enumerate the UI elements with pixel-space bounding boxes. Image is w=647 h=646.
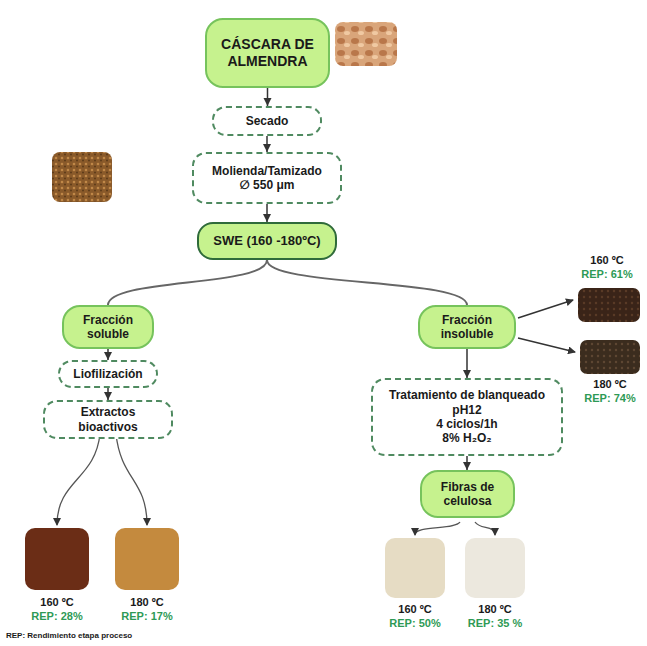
text-group: Extractos bioactivos (50, 405, 166, 434)
arrow-head (264, 98, 272, 106)
node-text: Fibras de celulosa (427, 480, 508, 509)
yield-label: REP: 17% (121, 610, 172, 622)
node-text: Fracción soluble (69, 313, 147, 342)
yield-label: 160 ºC (590, 254, 623, 266)
arrow-head (263, 144, 271, 152)
text-group: Secado (246, 114, 289, 128)
split-line (267, 260, 467, 305)
arrow-head (104, 392, 112, 400)
text-group: Fracción soluble (69, 313, 147, 342)
arrow-line (57, 434, 100, 525)
residue-photo (580, 340, 640, 374)
node-text: Fracción insoluble (425, 313, 509, 342)
process-box: Liofilización (58, 360, 158, 388)
node-text: CÁSCARA DE ALMENDRA (212, 36, 323, 70)
split-line (108, 260, 267, 305)
node-text: 8% H₂O₂ (442, 431, 491, 445)
node-text: SWE (160 -180ºC) (213, 233, 320, 249)
yield-label: REP: 61% (581, 268, 632, 280)
yield-label: 180 ºC (478, 603, 511, 615)
arrow-line (475, 522, 495, 535)
yield-label: 160 ºC (398, 603, 431, 615)
fiber-photo (385, 538, 445, 598)
process-box: Molienda/Tamizado∅ 550 μm (192, 152, 342, 204)
arrow-head (104, 352, 112, 360)
yield-label: REP: 74% (584, 392, 635, 404)
arrow-line (415, 522, 460, 535)
arrow-line (518, 338, 575, 352)
text-group: SWE (160 -180ºC) (213, 233, 320, 249)
shell-photo (335, 22, 397, 66)
yield-label: 180 ºC (593, 378, 626, 390)
ground-photo (52, 152, 112, 202)
text-group: Molienda/Tamizado∅ 550 μm (212, 164, 322, 193)
arrow-head (463, 370, 471, 378)
process-box: Tratamiento de blanqueadopH124 ciclos/1h… (371, 378, 563, 456)
product-box: Fibras de celulosa (420, 470, 515, 518)
arrow-head (463, 462, 471, 470)
residue-photo (578, 288, 640, 322)
node-text: pH12 (452, 403, 481, 417)
arrow-head (263, 214, 271, 222)
extract-photo (25, 528, 89, 590)
yield-label: 160 ºC (40, 596, 73, 608)
yield-label: REP: 28% (31, 610, 82, 622)
node-text: Molienda/Tamizado (212, 164, 322, 178)
node-text: Tratamiento de blanqueado (389, 388, 545, 402)
legend-note: REP: Rendimiento etapa proceso (6, 631, 132, 640)
arrow-line (518, 300, 573, 318)
text-group: CÁSCARA DE ALMENDRA (212, 36, 323, 70)
text-group: Tratamiento de blanqueadopH124 ciclos/1h… (389, 388, 545, 446)
node-text: Secado (246, 114, 289, 128)
fraction-box: Fracción insoluble (418, 305, 516, 349)
extract-photo (115, 528, 179, 590)
text-group: Fibras de celulosa (427, 480, 508, 509)
process-box: SWE (160 -180ºC) (197, 222, 337, 260)
yield-label: 180 ºC (130, 596, 163, 608)
node-text: Extractos bioactivos (50, 405, 166, 434)
process-box: Extractos bioactivos (43, 400, 173, 439)
node-text: ∅ 550 μm (240, 178, 295, 192)
arrow-line (116, 434, 147, 525)
yield-label: REP: 50% (389, 617, 440, 629)
process-box: Secado (212, 106, 322, 136)
node-text: 4 ciclos/1h (436, 417, 497, 431)
yield-label: REP: 35 % (468, 617, 522, 629)
fiber-photo (465, 538, 525, 598)
node-text: Liofilización (73, 367, 142, 381)
fraction-box: Fracción soluble (62, 305, 154, 349)
text-group: Liofilización (73, 367, 142, 381)
start-box: CÁSCARA DE ALMENDRA (205, 18, 330, 88)
text-group: Fracción insoluble (425, 313, 509, 342)
